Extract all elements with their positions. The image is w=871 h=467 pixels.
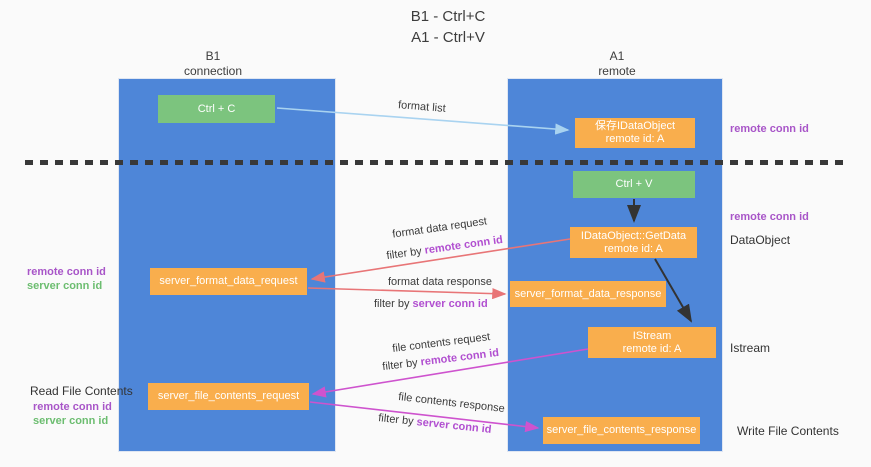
node-server-file-contents-request: server_file_contents_request (148, 383, 309, 410)
istream-line2: remote id: A (622, 342, 682, 355)
node-istream: IStream remote id: A (588, 327, 716, 358)
phase-separator-dashed-line (25, 160, 847, 165)
lane-a1-name: A1 (609, 49, 625, 63)
lane-b1-name: B1 (205, 49, 221, 63)
server-format-data-request-label: server_format_data_request (159, 275, 298, 287)
dataobject-label: DataObject (730, 233, 791, 247)
filter-by-text: filter by (385, 244, 426, 263)
lane-b1-subtitle: connection (183, 64, 243, 78)
remote-conn-id-mid-label: remote conn id (730, 211, 809, 223)
lane-header-b1: B1 connection (163, 49, 263, 79)
file-contents-response-label: file contents response (397, 390, 506, 416)
format-data-response-filter-label: filter by server conn id (374, 298, 488, 310)
node-server-format-data-request: server_format_data_request (150, 268, 307, 295)
save-idataobject-line1: 保存IDataObject (594, 120, 676, 132)
server-conn-id-text: server conn id (415, 416, 493, 436)
node-save-idataobject: 保存IDataObject remote id: A (575, 118, 695, 148)
istream-side-label: Istream (730, 341, 771, 355)
diagram-title: B1 - Ctrl+C A1 - Ctrl+V (348, 6, 548, 48)
left-remote-conn-id-1-label: remote conn id (27, 266, 106, 278)
title-line-2: A1 - Ctrl+V (411, 29, 485, 46)
format-list-label: format list (397, 99, 447, 115)
lane-header-a1: A1 remote (567, 49, 667, 79)
title-line-1: B1 - Ctrl+C (410, 8, 486, 25)
node-ctrl-v: Ctrl + V (573, 171, 695, 198)
getdata-line2: remote id: A (604, 242, 663, 255)
lane-a1-subtitle: remote (598, 64, 636, 78)
remote-conn-id-text: remote conn id (423, 233, 504, 257)
ctrl-v-label: Ctrl + V (615, 178, 653, 190)
ctrl-c-label: Ctrl + C (197, 102, 236, 115)
write-file-contents-label: Write File Contents (737, 424, 839, 438)
format-data-response-arrow (307, 287, 507, 300)
server-file-contents-response-label: server_file_contents_response (546, 424, 697, 436)
filter-by-text: filter by (374, 298, 413, 310)
left-server-conn-id-2-label: server conn id (33, 415, 109, 427)
server-format-data-response-label: server_format_data_response (514, 287, 662, 300)
node-server-format-data-response: server_format_data_response (510, 281, 666, 307)
istream-line1: IStream (632, 329, 672, 342)
remote-conn-id-top-label: remote conn id (730, 123, 809, 135)
file-contents-response-filter-label: filter by server conn id (378, 412, 492, 436)
read-file-contents-label: Read File Contents (30, 384, 133, 398)
save-idataobject-line2: remote id: A (605, 133, 665, 145)
left-remote-conn-id-2-label: remote conn id (33, 401, 112, 413)
getdata-line1: IDataObject::GetData (580, 229, 687, 242)
filter-by-text: filter by (381, 356, 422, 374)
left-server-conn-id-1-label: server conn id (27, 280, 103, 292)
server-conn-id-text: server conn id (412, 298, 488, 310)
format-data-response-label: format data response (388, 276, 492, 288)
filter-by-text: filter by (377, 412, 418, 429)
node-server-file-contents-response: server_file_contents_response (543, 417, 700, 444)
node-idataobject-getdata: IDataObject::GetData remote id: A (570, 227, 697, 258)
node-ctrl-c: Ctrl + C (158, 95, 275, 123)
server-file-contents-request-label: server_file_contents_request (157, 390, 300, 402)
